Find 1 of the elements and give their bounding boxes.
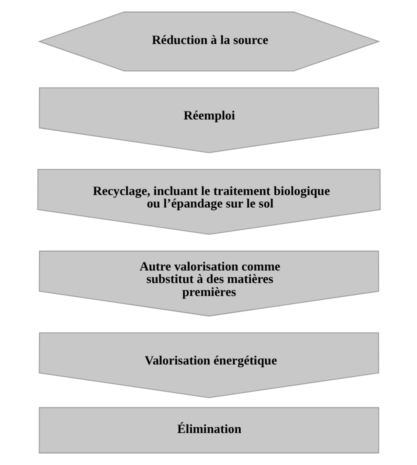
node-box: Élimination bbox=[38, 407, 379, 454]
